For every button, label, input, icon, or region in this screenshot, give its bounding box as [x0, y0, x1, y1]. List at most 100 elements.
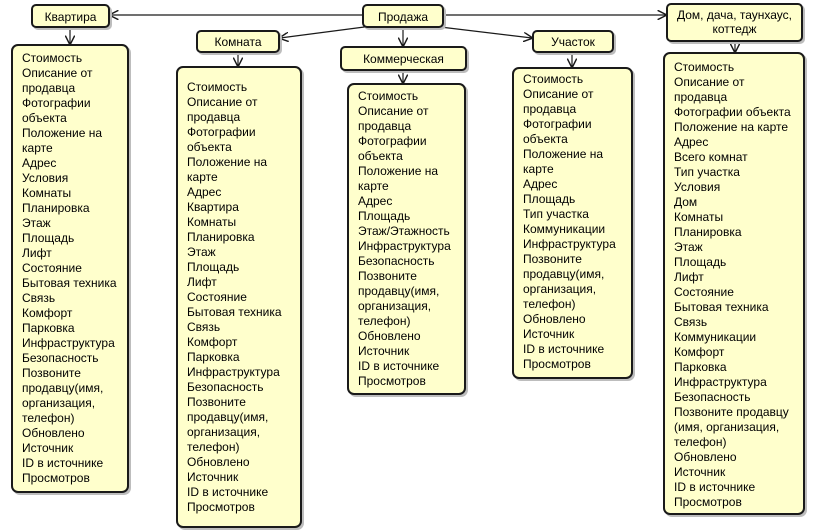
field-line: Коммуникации	[674, 330, 757, 344]
field-line: ID в источнике	[523, 342, 605, 356]
root-node: Продажа	[362, 4, 444, 28]
field-line: Обновлено	[22, 426, 85, 440]
field-line: Комфорт	[187, 335, 238, 349]
field-line: Площадь	[187, 260, 240, 274]
field-line: Связь	[674, 315, 708, 329]
field-line: Тип участка	[674, 165, 740, 179]
field-line: Безопасность	[187, 380, 264, 394]
field-line: ID в источнике	[674, 480, 756, 494]
field-line: Этаж	[187, 245, 216, 259]
field-line: продавца	[22, 81, 76, 95]
edge-root-uchastok	[431, 25, 532, 38]
field-line: Связь	[187, 320, 221, 334]
field-line: Лифт	[22, 246, 52, 260]
field-line: телефон)	[187, 440, 240, 454]
field-line: Комнаты	[187, 215, 237, 229]
field-line: Источник	[674, 465, 726, 479]
field-line: Площадь	[523, 192, 576, 206]
field-line: организация,	[523, 282, 597, 296]
field-line: карте	[187, 170, 218, 184]
field-line: Бытовая техника	[187, 305, 282, 319]
category-komnata: Комната	[196, 30, 280, 53]
field-line: Просмотров	[22, 471, 90, 485]
field-line: Состояние	[674, 285, 734, 299]
field-line: Адрес	[358, 194, 393, 208]
field-line: Планировка	[187, 230, 255, 244]
field-line: Просмотров	[674, 495, 742, 509]
field-line: Стоимость	[358, 89, 419, 103]
field-line: карте	[22, 141, 53, 155]
field-line: Условия	[674, 180, 721, 194]
field-line: карте	[523, 162, 554, 176]
field-line: продавца	[187, 110, 241, 124]
category-uchastok: Участок	[532, 30, 614, 53]
field-line: Описание от	[358, 104, 429, 118]
field-line: Дом	[674, 195, 698, 209]
field-line: Просмотров	[187, 500, 255, 514]
field-line: Фотографии объекта	[674, 105, 791, 119]
field-line: Описание от	[523, 87, 594, 101]
field-line: Позвоните	[523, 252, 582, 266]
field-line: Адрес	[523, 177, 558, 191]
field-line: Инфраструктура	[674, 375, 767, 389]
field-line: Положение на карте	[674, 120, 789, 134]
field-line: ID в источнике	[187, 485, 269, 499]
field-line: продавца	[674, 90, 728, 104]
field-line: Описание от	[22, 66, 93, 80]
field-line: Обновлено	[523, 312, 586, 326]
field-line: Коммуникации	[523, 222, 606, 236]
field-line: Источник	[22, 441, 74, 455]
field-line: Этаж/Этажность	[358, 224, 450, 238]
field-line: продавцу(имя,	[187, 410, 269, 424]
field-line: телефон)	[523, 297, 576, 311]
field-line: (имя, организация,	[674, 420, 780, 434]
field-line: Связь	[22, 291, 56, 305]
field-line: Просмотров	[523, 357, 591, 371]
field-line: Позвоните продавцу	[674, 405, 789, 419]
field-line: Обновлено	[187, 455, 250, 469]
field-line: организация,	[358, 299, 432, 313]
field-line: Инфраструктура	[22, 336, 115, 350]
field-line: Безопасность	[22, 351, 99, 365]
field-line: телефон)	[22, 411, 75, 425]
field-line: Стоимость	[22, 51, 83, 65]
field-line: Комфорт	[674, 345, 725, 359]
field-line: объекта	[523, 132, 568, 146]
field-line: ID в источнике	[358, 359, 440, 373]
field-line: продавцу(имя,	[22, 381, 104, 395]
field-line: Стоимость	[523, 72, 584, 86]
field-line: Стоимость	[674, 60, 735, 74]
field-line: Состояние	[22, 261, 82, 275]
field-line: организация,	[22, 396, 96, 410]
field-line: Инфраструктура	[187, 365, 280, 379]
field-line: Положение на	[22, 126, 103, 140]
field-line: Состояние	[187, 290, 247, 304]
field-line: Позвоните	[358, 269, 417, 283]
field-line: Позвоните	[22, 366, 81, 380]
field-line: Источник	[358, 344, 410, 358]
field-line: Обновлено	[674, 450, 737, 464]
field-line: ID в источнике	[22, 456, 104, 470]
field-line: Этаж	[22, 216, 51, 230]
category-dom: Дом, дача, таунхаус, коттедж	[666, 3, 803, 42]
field-line: Фотографии	[22, 96, 91, 110]
field-line: Тип участка	[523, 207, 589, 221]
field-line: Площадь	[674, 255, 727, 269]
field-line: объекта	[358, 149, 403, 163]
field-line: Этаж	[674, 240, 703, 254]
field-line: карте	[358, 179, 389, 193]
field-line: Позвоните	[187, 395, 246, 409]
field-line: Парковка	[674, 360, 727, 374]
field-line: продавцу(имя,	[523, 267, 605, 281]
field-line: телефон)	[358, 314, 411, 328]
field-line: Описание от	[187, 95, 258, 109]
field-line: Комфорт	[22, 306, 73, 320]
field-line: продавца	[358, 119, 412, 133]
field-line: Планировка	[22, 201, 90, 215]
field-line: продавца	[523, 102, 577, 116]
field-line: Адрес	[22, 156, 57, 170]
